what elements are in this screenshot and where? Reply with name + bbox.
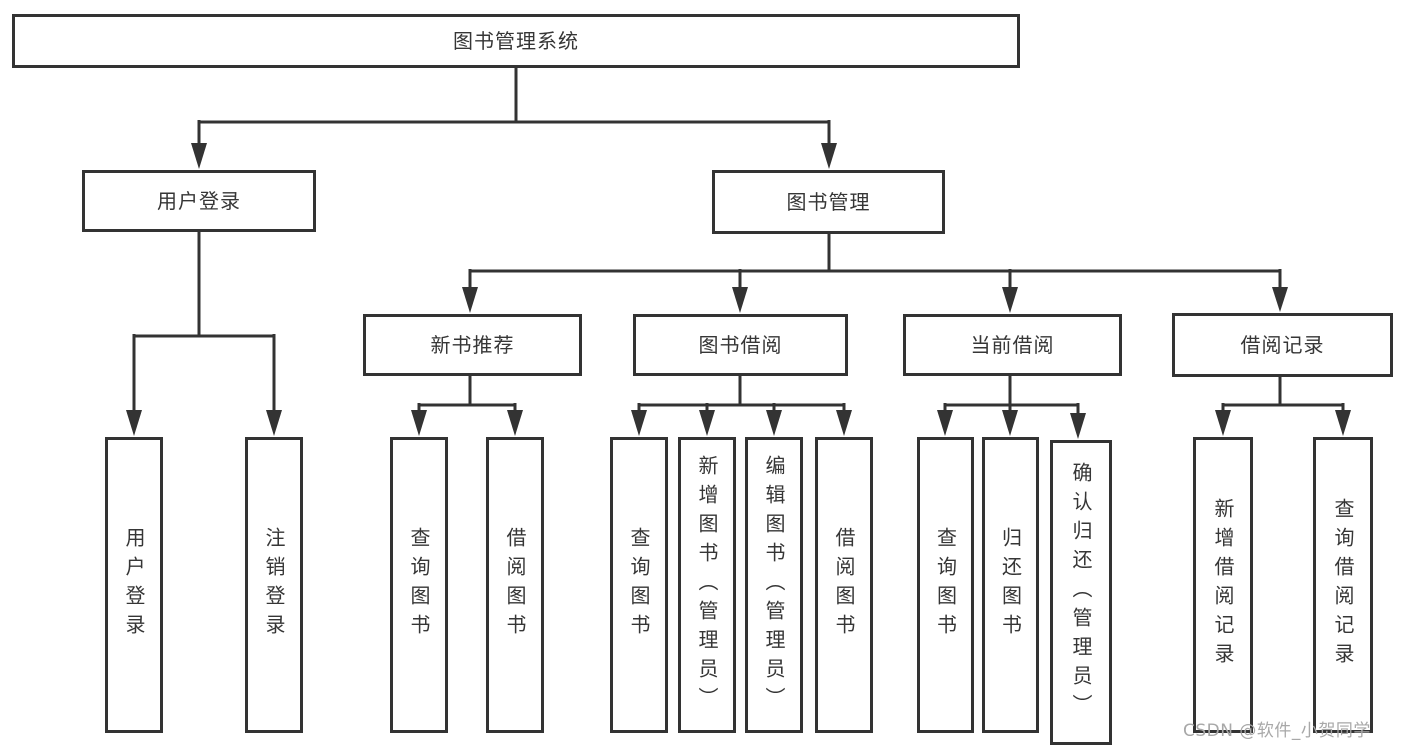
edge-root-split bbox=[197, 68, 831, 146]
leaf-logout: 注销登录 bbox=[245, 437, 303, 733]
node-current-borrow: 当前借阅 bbox=[903, 314, 1122, 376]
arrowhead bbox=[1272, 287, 1288, 312]
arrowhead bbox=[191, 143, 207, 169]
arrowhead bbox=[266, 410, 282, 436]
csdn-watermark: CSDN @软件_小贺同学 bbox=[1183, 721, 1371, 741]
arrowhead bbox=[766, 410, 782, 436]
arrowhead bbox=[732, 287, 748, 313]
arrowhead bbox=[1215, 410, 1231, 436]
leaf-recommend-query-book: 查询图书 bbox=[390, 437, 448, 733]
node-book-management: 图书管理 bbox=[712, 170, 945, 234]
leaf-current-confirm-return-admin: 确认归还（管理员） bbox=[1050, 440, 1112, 745]
node-root: 图书管理系统 bbox=[12, 14, 1020, 68]
arrowhead bbox=[937, 410, 953, 436]
leaf-record-query: 查询借阅记录 bbox=[1313, 437, 1373, 733]
arrowhead bbox=[462, 287, 478, 313]
arrowhead bbox=[411, 410, 427, 436]
leaf-borrow-edit-book-admin: 编辑图书（管理员） bbox=[745, 437, 803, 733]
node-new-book-recommend: 新书推荐 bbox=[363, 314, 582, 376]
leaf-borrow-borrow-book: 借阅图书 bbox=[815, 437, 873, 733]
arrowhead bbox=[1070, 413, 1086, 439]
leaf-recommend-borrow-book: 借阅图书 bbox=[486, 437, 544, 733]
arrowhead bbox=[821, 143, 837, 169]
edge-user-login-split bbox=[132, 232, 276, 413]
leaf-current-return-book: 归还图书 bbox=[982, 437, 1039, 733]
edge-book-mgmt-split bbox=[468, 234, 1282, 290]
arrowhead bbox=[1335, 410, 1351, 436]
edge-book-borrow-split bbox=[637, 376, 846, 413]
arrowhead bbox=[507, 410, 523, 436]
arrowhead bbox=[699, 410, 715, 436]
arrowhead bbox=[1002, 410, 1018, 436]
node-book-borrow: 图书借阅 bbox=[633, 314, 848, 376]
node-user-login: 用户登录 bbox=[82, 170, 316, 232]
leaf-current-query-book: 查询图书 bbox=[917, 437, 974, 733]
arrowhead bbox=[1002, 287, 1018, 313]
edge-current-borrow-split bbox=[943, 376, 1080, 416]
arrowhead bbox=[836, 410, 852, 436]
edge-new-book-split bbox=[417, 376, 517, 413]
leaf-borrow-query-book: 查询图书 bbox=[610, 437, 668, 733]
leaf-borrow-add-book-admin: 新增图书（管理员） bbox=[678, 437, 736, 733]
leaf-user-login: 用户登录 bbox=[105, 437, 163, 733]
leaf-record-add: 新增借阅记录 bbox=[1193, 437, 1253, 733]
arrowhead bbox=[126, 410, 142, 436]
node-borrow-records: 借阅记录 bbox=[1172, 313, 1393, 377]
edge-borrow-record-split bbox=[1221, 377, 1345, 413]
arrowhead bbox=[631, 410, 647, 436]
